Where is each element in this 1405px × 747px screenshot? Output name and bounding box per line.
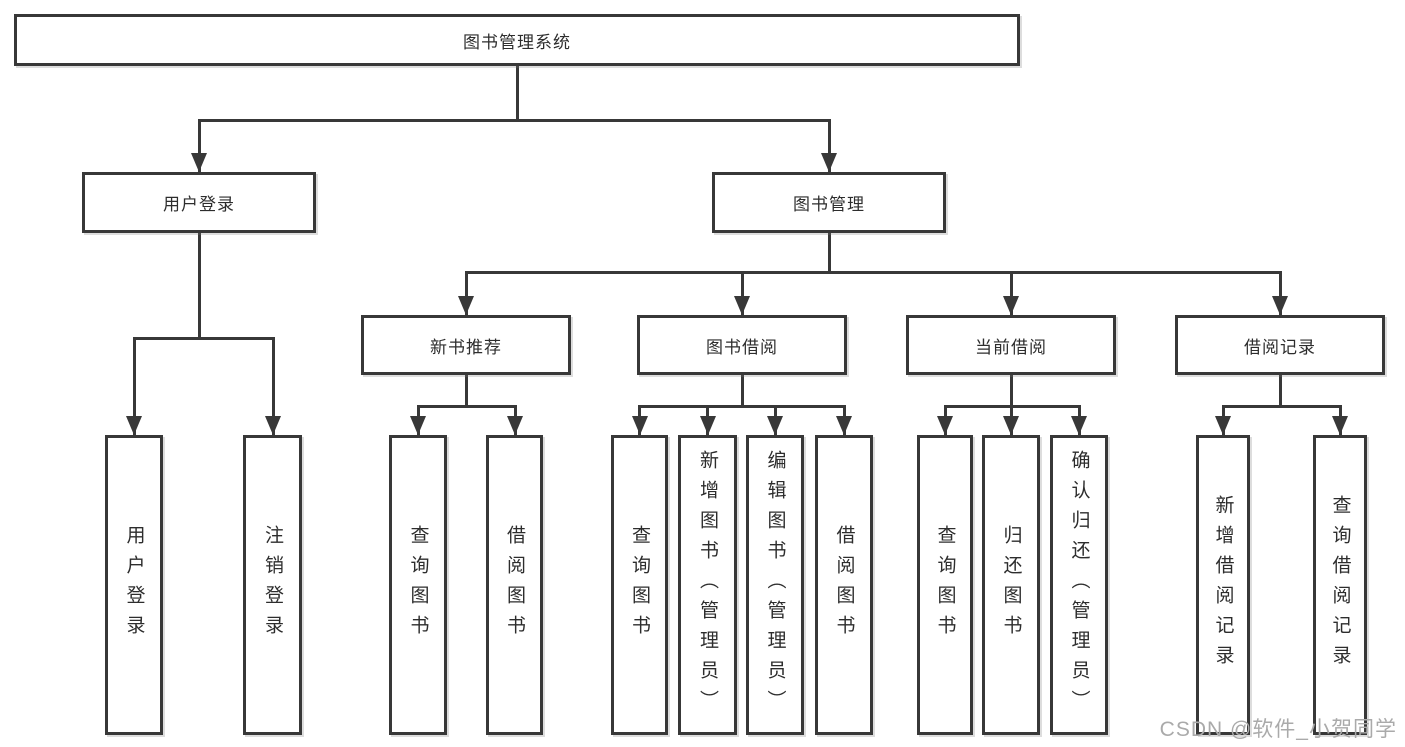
arrow-down-icon bbox=[126, 416, 142, 435]
connector-line bbox=[1009, 271, 1013, 315]
node-label: 用户登录 bbox=[163, 195, 235, 214]
arrow-down-icon bbox=[507, 416, 523, 435]
connector-line bbox=[740, 375, 744, 408]
node-current-borrowing: 当前借阅 bbox=[906, 315, 1116, 375]
node-label: 新书推荐 bbox=[430, 337, 502, 357]
connector-line bbox=[464, 271, 468, 315]
node-label: 查询图书 bbox=[407, 525, 429, 645]
node-leaf-add-books-admin: 新增图书（管理员） bbox=[678, 435, 737, 735]
node-leaf-logout: 注销登录 bbox=[243, 435, 302, 735]
connector-line bbox=[197, 119, 831, 122]
connector-line bbox=[1009, 375, 1013, 408]
node-leaf-user-login: 用户登录 bbox=[105, 435, 163, 735]
node-user-login: 用户登录 bbox=[82, 172, 316, 233]
node-label: 编辑图书（管理员） bbox=[764, 450, 786, 720]
connector-line bbox=[416, 405, 517, 408]
node-leaf-return-books: 归还图书 bbox=[982, 435, 1040, 735]
node-label: 图书管理系统 bbox=[463, 32, 571, 52]
node-book-borrowing: 图书借阅 bbox=[637, 315, 847, 375]
arrow-down-icon bbox=[937, 416, 953, 435]
arrow-down-icon bbox=[458, 296, 474, 315]
node-label: 查询图书 bbox=[629, 525, 650, 645]
arrow-down-icon bbox=[265, 416, 281, 435]
connector-line bbox=[197, 119, 201, 172]
node-borrowing-records: 借阅记录 bbox=[1175, 315, 1385, 375]
connector-line bbox=[740, 271, 744, 315]
arrow-down-icon bbox=[191, 153, 207, 172]
arrow-down-icon bbox=[631, 416, 648, 435]
node-label: 新增借阅记录 bbox=[1212, 495, 1234, 675]
arrow-down-icon bbox=[767, 416, 783, 435]
connector-line bbox=[638, 405, 845, 408]
node-label: 图书借阅 bbox=[706, 337, 778, 357]
watermark: CSDN @软件_小贺同学 bbox=[1159, 718, 1397, 741]
node-label: 借阅记录 bbox=[1244, 337, 1316, 357]
connector-line bbox=[1278, 375, 1282, 408]
arrow-down-icon bbox=[1215, 416, 1231, 435]
node-leaf-query-books-current: 查询图书 bbox=[917, 435, 973, 735]
node-label: 查询图书 bbox=[934, 525, 956, 645]
node-leaf-query-books-borrowing: 查询图书 bbox=[611, 435, 668, 735]
node-new-book-recommend: 新书推荐 bbox=[361, 315, 571, 375]
node-leaf-confirm-return-admin: 确认归还（管理员） bbox=[1050, 435, 1108, 735]
connector-line bbox=[132, 337, 136, 435]
arrow-down-icon bbox=[699, 416, 716, 435]
arrow-down-icon bbox=[821, 153, 837, 172]
node-leaf-query-books-recommend: 查询图书 bbox=[389, 435, 447, 735]
node-label: 确认归还（管理员） bbox=[1068, 450, 1090, 720]
node-root-library-system: 图书管理系统 bbox=[14, 14, 1020, 66]
arrow-down-icon bbox=[1332, 416, 1348, 435]
connector-line bbox=[271, 337, 275, 435]
connector-line bbox=[1278, 271, 1282, 315]
connector-line bbox=[515, 66, 519, 122]
arrow-down-icon bbox=[1272, 296, 1288, 315]
node-label: 借阅图书 bbox=[833, 525, 855, 645]
connector-line bbox=[464, 375, 468, 408]
arrow-down-icon bbox=[1071, 416, 1087, 435]
node-label: 新增图书（管理员） bbox=[697, 450, 718, 720]
connector-line bbox=[827, 119, 831, 172]
node-label: 用户登录 bbox=[123, 525, 145, 645]
connector-line bbox=[464, 271, 1282, 274]
node-leaf-add-borrow-record: 新增借阅记录 bbox=[1196, 435, 1250, 735]
node-leaf-query-borrow-record: 查询借阅记录 bbox=[1313, 435, 1367, 735]
arrow-down-icon bbox=[1003, 416, 1019, 435]
node-label: 图书管理 bbox=[793, 195, 865, 214]
node-label: 归还图书 bbox=[1000, 525, 1022, 645]
connector-line bbox=[1221, 405, 1341, 408]
node-label: 借阅图书 bbox=[504, 525, 525, 645]
arrow-down-icon bbox=[734, 296, 750, 315]
arrow-down-icon bbox=[1003, 296, 1019, 315]
node-book-management: 图书管理 bbox=[712, 172, 946, 233]
arrow-down-icon bbox=[836, 416, 852, 435]
node-leaf-borrow-books-recommend: 借阅图书 bbox=[486, 435, 543, 735]
node-leaf-borrow-books-borrowing: 借阅图书 bbox=[815, 435, 873, 735]
node-label: 注销登录 bbox=[262, 525, 283, 645]
node-leaf-edit-books-admin: 编辑图书（管理员） bbox=[746, 435, 804, 735]
node-label: 当前借阅 bbox=[975, 337, 1047, 357]
node-label: 查询借阅记录 bbox=[1329, 495, 1351, 675]
connector-line bbox=[132, 337, 275, 340]
arrow-down-icon bbox=[410, 416, 426, 435]
connector-line bbox=[197, 233, 201, 340]
connector-line bbox=[827, 233, 831, 274]
